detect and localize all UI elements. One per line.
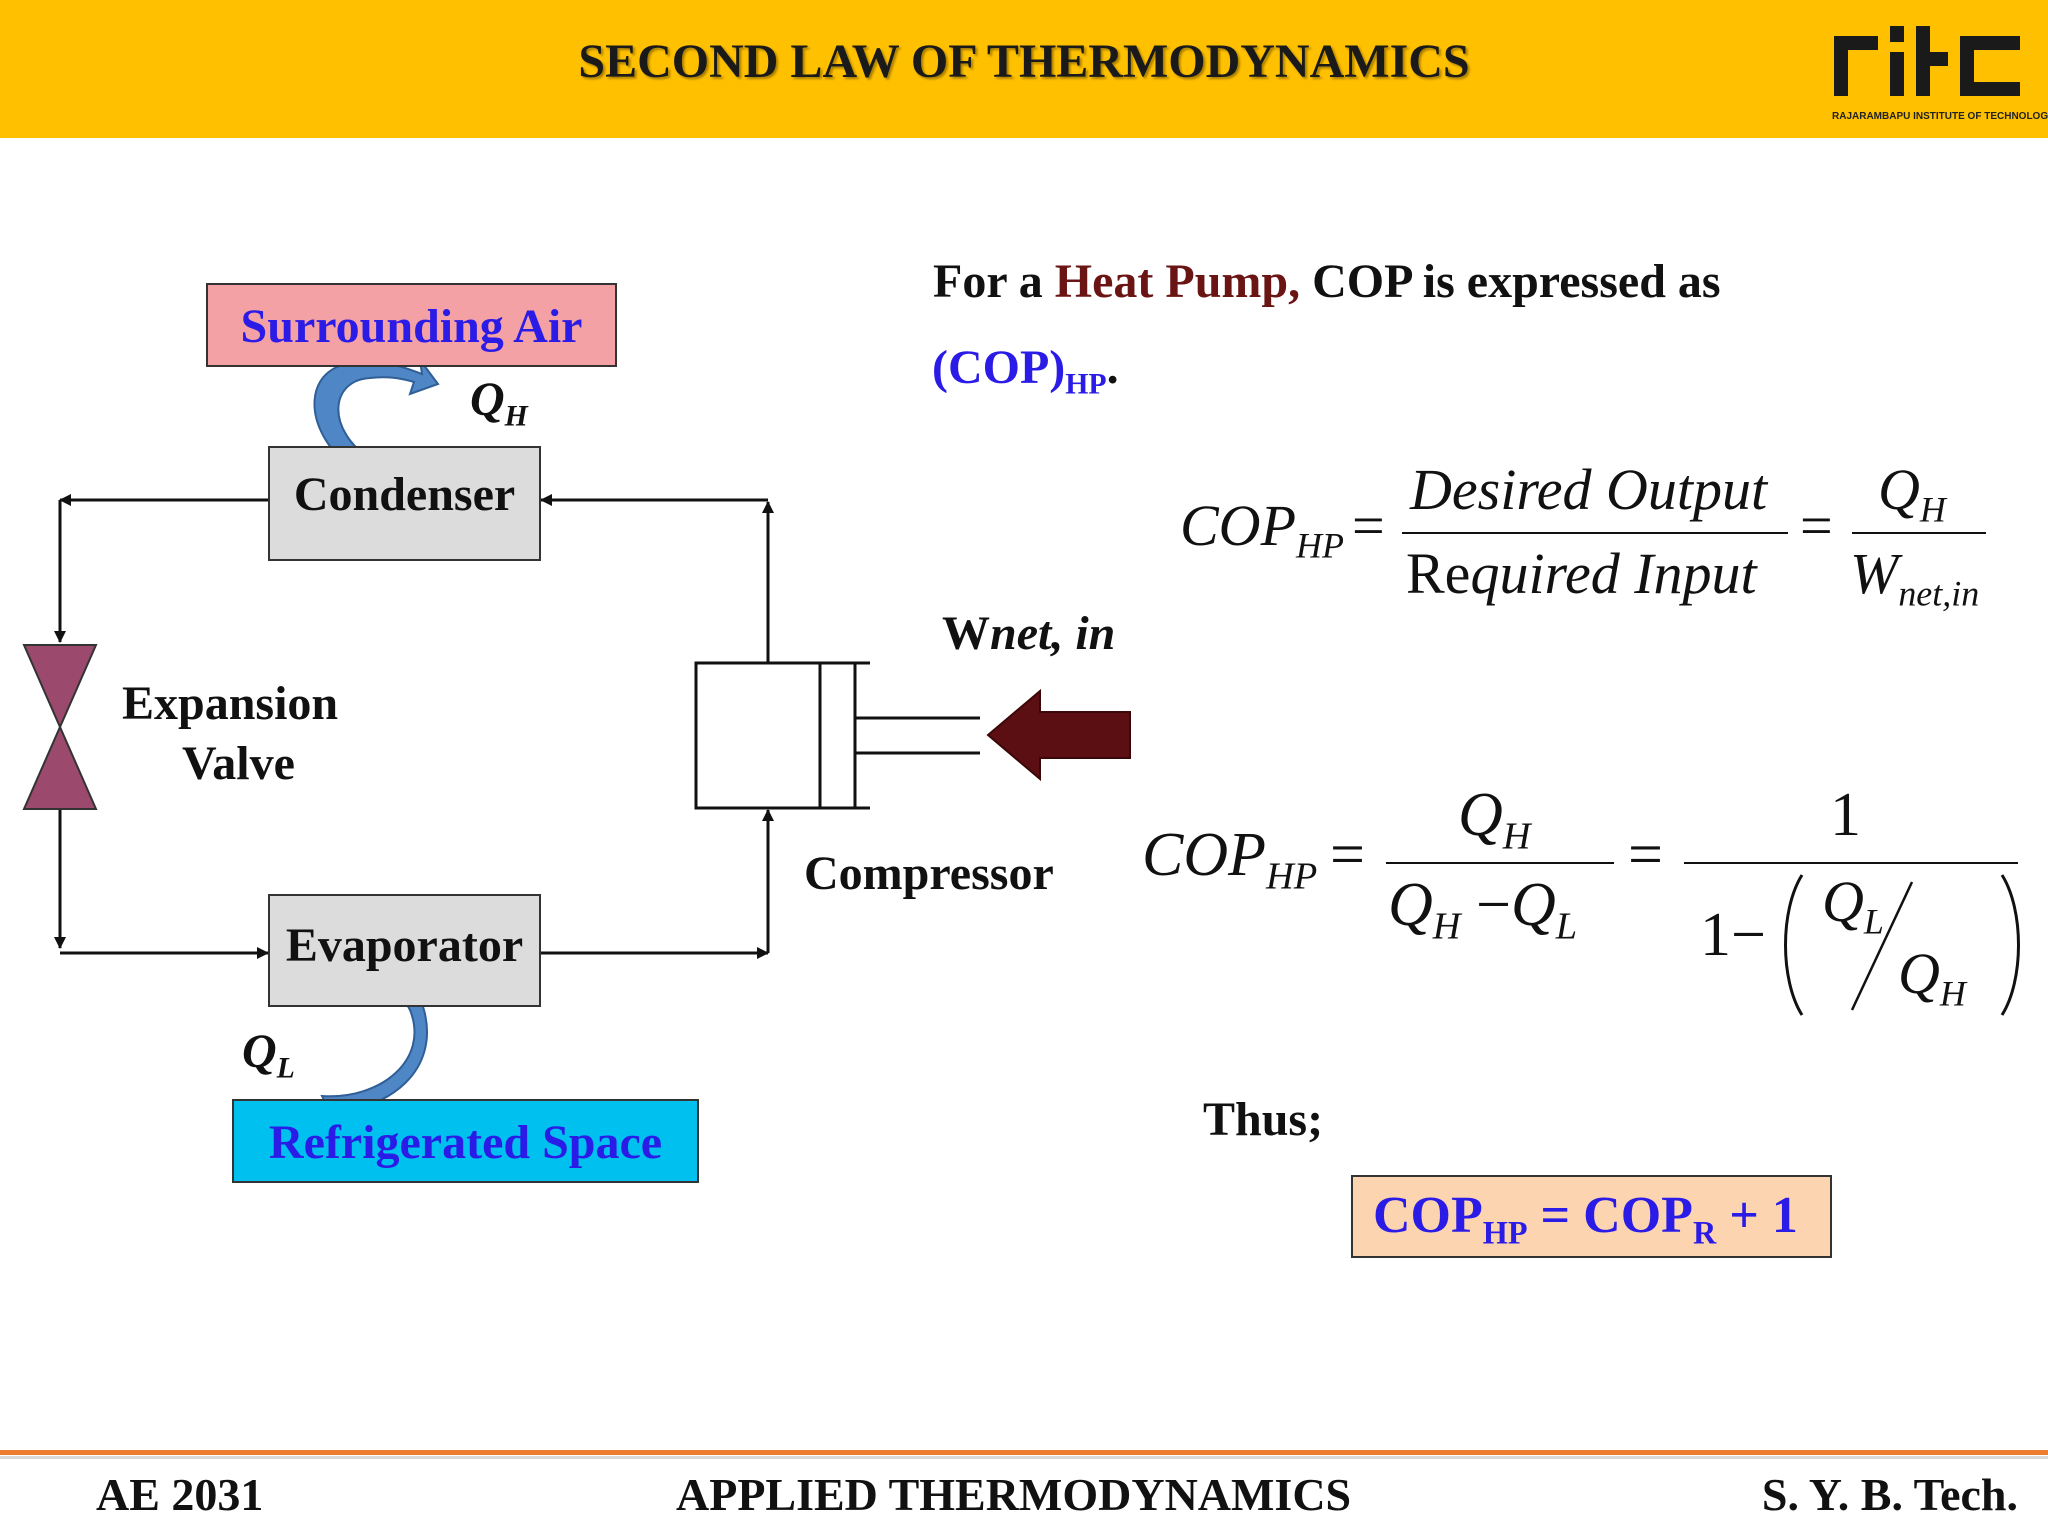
eq1-numerator: Desired Output: [1410, 457, 1768, 522]
eq2-fraction-bar: [1386, 862, 1614, 864]
footer-divider: [0, 1450, 2048, 1455]
work-input-label: Wnet, in: [942, 607, 1116, 660]
evaporator-box: Evaporator: [268, 894, 541, 1007]
eq1-denominator-2: Wnet,in: [1850, 541, 1980, 614]
eq2-inner-denominator: QH: [1898, 941, 1966, 1014]
heat-rejected-label: QH: [470, 373, 528, 433]
eq2-lhs: COPHP: [1142, 821, 1318, 898]
footer-course-name: APPLIED THERMODYNAMICS: [676, 1469, 1352, 1520]
eq2-fraction-bar-2: [1684, 862, 2018, 864]
surrounding-air-box: Surrounding Air: [206, 283, 617, 367]
compressor-icon: [694, 661, 980, 810]
eq1-equals-2: =: [1800, 493, 1833, 558]
eq2-equals: =: [1330, 821, 1365, 889]
eq1-fraction-bar: [1402, 532, 1788, 534]
eq2-parentheses-icon: [1784, 874, 2020, 1016]
rit-logo-icon: [1834, 26, 2020, 96]
heat-absorbed-label: QL: [242, 1025, 295, 1085]
header-bar: [0, 0, 2048, 138]
eq2-inner-numerator: QL: [1822, 869, 1884, 942]
eq2-denominator: QH −QL: [1388, 871, 1578, 948]
institute-logo: RAJARAMBAPU INSTITUTE OF TECHNOLOGY: [1832, 22, 2048, 122]
eq1-fraction-bar-2: [1852, 532, 1986, 534]
eq2-numerator-one: 1: [1830, 781, 1861, 849]
intro-text: For a Heat Pump, COP is expressed as: [933, 255, 1721, 308]
slide-title: SECOND LAW OF THERMODYNAMICS: [578, 35, 1470, 88]
eq2-equals-2: =: [1628, 821, 1663, 889]
eq1-numerator-2: QH: [1878, 457, 1946, 530]
expansion-valve-label-line1: Expansion: [122, 677, 339, 730]
heat-rejection-arrow-icon: [313, 359, 440, 470]
footer-divider-shadow: [0, 1456, 2048, 1459]
result-box: COPHP = COPR + 1: [1351, 1175, 1832, 1258]
eq2-numerator: QH: [1458, 781, 1531, 858]
expansion-valve-icon: [22, 644, 98, 810]
eq2-denominator-one: 1−: [1700, 901, 1766, 969]
expansion-valve-label-line2: Valve: [182, 737, 295, 790]
logo-institute-name: RAJARAMBAPU INSTITUTE OF TECHNOLOGY: [1832, 111, 2048, 122]
cop-hp-notation: (COP)HP.: [932, 341, 1119, 401]
eq1-lhs: COPHP: [1180, 493, 1344, 566]
refrigerated-space-box: Refrigerated Space: [232, 1099, 699, 1183]
footer-class: S. Y. B. Tech.: [1761, 1469, 2018, 1520]
eq1-equals: =: [1352, 493, 1385, 558]
footer-course-code: AE 2031: [96, 1469, 264, 1520]
thus-label: Thus;: [1203, 1093, 1324, 1146]
condenser-box: Condenser: [268, 446, 541, 561]
compressor-label: Compressor: [804, 847, 1054, 900]
eq1-denominator: Required Input: [1406, 541, 1757, 606]
work-input-arrow-icon: [986, 688, 1131, 782]
